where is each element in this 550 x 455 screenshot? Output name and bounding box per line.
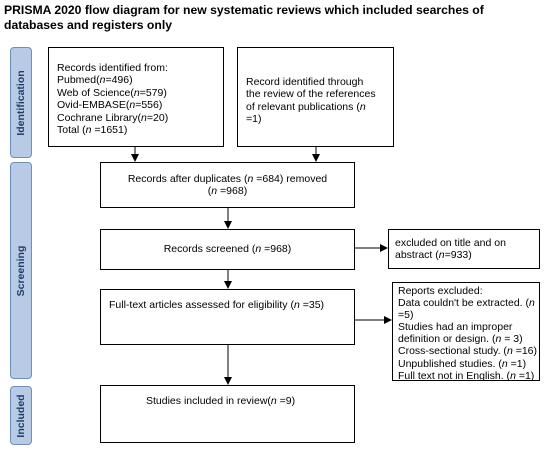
- fulltext-box: Full-text articles assessed for eligibil…: [100, 289, 355, 345]
- records-identified-line: Web of Science(n=579): [57, 86, 167, 99]
- other-records-box: Record identified through the review of …: [237, 47, 394, 147]
- records-identified-line: Pubmed(n=496): [57, 74, 133, 87]
- reports-excluded-line: Cross-sectional study. (n =16): [398, 345, 538, 358]
- stage-identification: Identification: [10, 47, 32, 158]
- reports-excluded-line: Data couldn't be extracted. (n: [398, 297, 535, 310]
- diagram-title: PRISMA 2020 flow diagram for new systema…: [4, 3, 484, 32]
- reports-excluded-line: Reports excluded:: [398, 285, 483, 297]
- reports-excluded-line: Full text not in English. (n =1): [398, 369, 535, 382]
- stage-screening: Screening: [10, 162, 32, 379]
- excluded-title-line: abstract (n=933): [395, 249, 472, 262]
- records-screened-box: Records screened (n =968): [100, 229, 355, 270]
- reports-excluded-line: Studies had an improper: [398, 321, 513, 334]
- after-duplicates-line: Records after duplicates (n =684) remove…: [127, 172, 328, 185]
- excluded-title-box: excluded on title and on abstract (n=933…: [388, 229, 540, 269]
- other-records-line: of relevant publications (n: [246, 100, 366, 113]
- other-records-line: the review of the references: [246, 88, 376, 101]
- records-identified-line: Cochrane Library(n=20): [57, 111, 169, 124]
- after-duplicates-box: Records after duplicates (n =684) remove…: [100, 162, 355, 208]
- included-text: Studies included in review(n =9): [146, 395, 296, 407]
- stage-included: Included: [10, 386, 32, 445]
- records-identified-line: Ovid-EMBASE(n=556): [57, 99, 163, 112]
- records-identified-box: Records identified from: Pubmed(n=496) W…: [48, 47, 224, 147]
- records-screened-text: Records screened (n =968): [163, 243, 292, 256]
- records-identified-line: Records identified from:: [57, 62, 168, 74]
- other-records-line: Record identified through: [246, 76, 364, 88]
- reports-excluded-line: definition or design. (n = 3): [398, 333, 523, 346]
- reports-excluded-box: Reports excluded: Data couldn't be extra…: [392, 282, 540, 382]
- included-box: Studies included in review(n =9): [100, 385, 355, 443]
- excluded-title-line: excluded on title and on: [395, 237, 506, 249]
- reports-excluded-line: Unpublished studies. (n =1): [398, 357, 527, 370]
- records-identified-line: Total (n =1651): [57, 124, 128, 137]
- other-records-line: =1): [246, 113, 262, 126]
- after-duplicates-line: (n =968): [207, 185, 248, 197]
- fulltext-text: Full-text articles assessed for eligibil…: [109, 299, 325, 311]
- reports-excluded-line: =5): [398, 309, 414, 322]
